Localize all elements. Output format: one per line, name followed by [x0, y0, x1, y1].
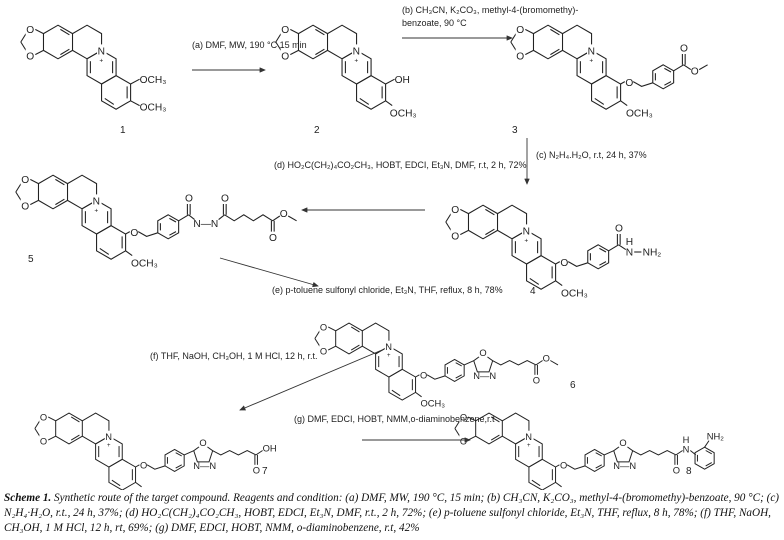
compound-6-structure: O N—N O O [314, 320, 559, 410]
reagent-a: (a) DMF, MW, 190 °C 15 min [192, 40, 307, 50]
atom-o: O [253, 466, 260, 476]
compound-label-7: 7 [262, 466, 268, 477]
compound-2-structure: OH OCH₃ [275, 22, 417, 119]
atom-o: O [673, 466, 680, 476]
atom-n-n: N—N [193, 461, 216, 471]
compound-4-structure: O N H NH₂ [445, 202, 662, 300]
scheme-caption: Scheme 1. Synthetic route of the target … [4, 491, 782, 536]
compound-label-4: 4 [530, 286, 536, 297]
atom-och3: OCH₃ [390, 108, 417, 119]
atom-h: H [626, 237, 633, 248]
reagent-f: (f) THF, NaOH, CH₃OH, 1 M HCl, 12 h, r.t… [150, 351, 318, 361]
atom-och3: OCH₃ [140, 102, 167, 113]
atom-o: O [280, 209, 288, 220]
atom-o: O [533, 376, 540, 386]
compound-label-8: 8 [686, 466, 692, 477]
atom-o: O [185, 194, 193, 205]
atom-n-n: N—N [193, 219, 218, 230]
atom-o: O [615, 224, 623, 235]
atom-h: H [683, 435, 690, 445]
atom-oh: OH [395, 75, 410, 86]
arrow-f [239, 349, 383, 411]
atom-n-n: N—N [473, 371, 496, 381]
reagent-e: (e) p-toluene sulfonyl chloride, Et₃N, T… [272, 285, 503, 295]
atom-n-n: N—N [613, 461, 636, 471]
atom-nh2: NH₂ [643, 248, 662, 259]
atom-o: O [680, 44, 688, 55]
caption-title: Scheme 1. [4, 492, 52, 504]
atom-o: O [479, 348, 486, 358]
compound-label-6: 6 [570, 380, 576, 391]
reagent-g: (g) DMF, EDCI, HOBT, NMM,o-diaminobenzen… [294, 414, 495, 424]
atom-oh: OH [263, 444, 277, 454]
compound-7-structure: O N—N O OH [34, 410, 277, 490]
compound-label-5: 5 [28, 254, 34, 265]
compound-label-2: 2 [314, 125, 320, 136]
compound-3-structure: O O [510, 22, 708, 121]
atom-o: O [691, 66, 699, 77]
atom-och3: OCH₃ [140, 75, 167, 86]
compound-5-structure: O N—N O O O [15, 172, 297, 270]
atom-n: N [626, 248, 633, 259]
atom-o: O [199, 438, 206, 448]
compound-label-3: 3 [512, 125, 518, 136]
atom-o: O [221, 194, 229, 205]
compound-8-structure: O N—N O N H NH₂ [454, 410, 724, 490]
caption-text: Synthetic route of the target compound. … [4, 492, 780, 534]
atom-o: O [269, 233, 277, 244]
reaction-scheme: O O N + O OCH₃ OCH₃ OCH₃ OH OCH₃ [15, 5, 724, 490]
reagent-c: (c) N₂H₄.H₂O, r.t, 24 h, 37% [536, 150, 647, 160]
reagent-b: benzoate, 90 °C [402, 18, 467, 28]
atom-o: O [543, 354, 550, 364]
arrow-e [219, 257, 319, 288]
reagent-b: (b) CH₃CN, K₂CO₃, methyl-4-(bromomethy)- [402, 5, 578, 15]
atom-o: O [619, 438, 626, 448]
compound-label-1: 1 [120, 125, 126, 136]
reagent-d: (d) HO₂C(CH₂)₄CO₂CH₃, HOBT, EDCI, Et₃N, … [274, 160, 527, 170]
atom-nh2: NH₂ [707, 432, 724, 442]
atom-n: N [683, 445, 690, 455]
compound-1-structure: OCH₃ OCH₃ [20, 22, 167, 113]
